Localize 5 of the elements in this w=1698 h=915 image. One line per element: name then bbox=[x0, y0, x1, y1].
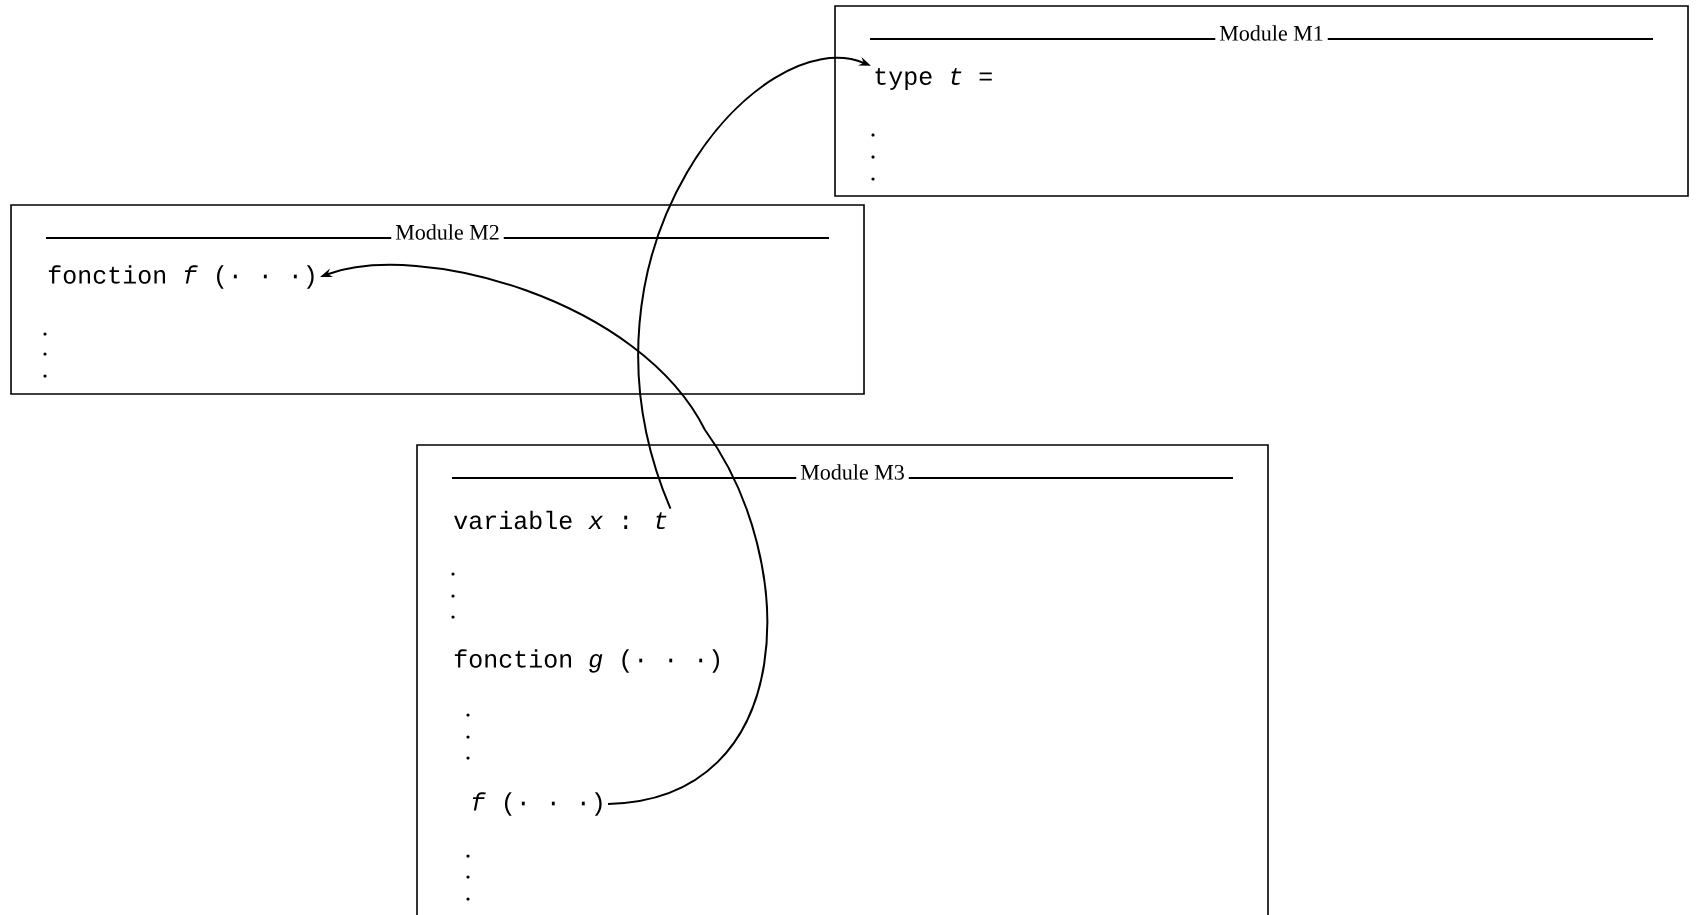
code-text: type t = bbox=[875, 68, 992, 90]
code-text: fonction g (· · ·) bbox=[454, 649, 720, 673]
code-text: f (· · ·) bbox=[472, 792, 602, 816]
code-text: fonction f (· · ·) bbox=[48, 265, 314, 289]
code-text: variable x : t bbox=[454, 510, 667, 530]
